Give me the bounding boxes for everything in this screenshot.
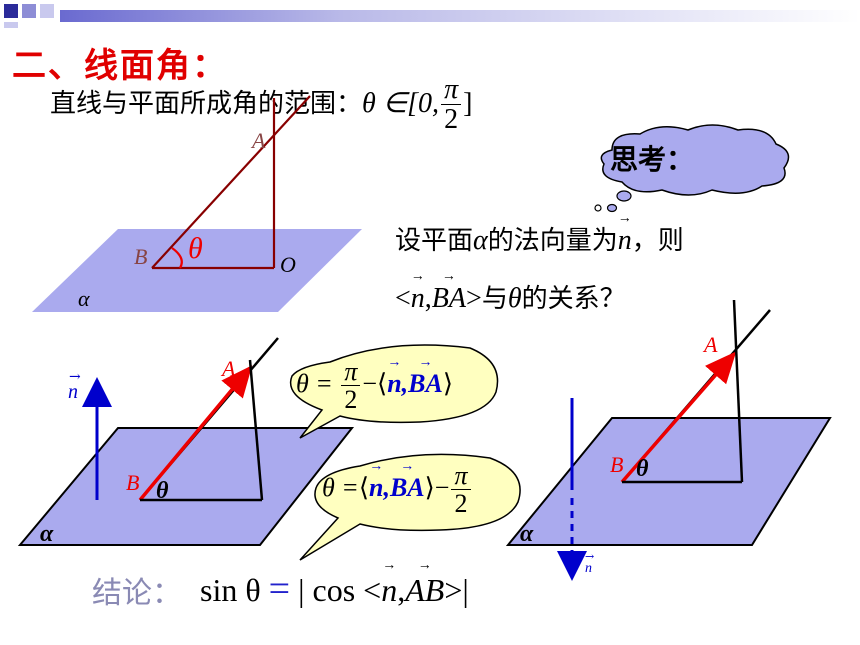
thought-dot-1 bbox=[616, 190, 632, 202]
think-label: 思考： bbox=[610, 143, 695, 176]
range-frac-den: 2 bbox=[444, 104, 459, 136]
thought-cloud-shape bbox=[600, 124, 790, 196]
top-line-AB bbox=[151, 95, 311, 269]
left-label-alpha: α bbox=[40, 521, 54, 547]
right-label-theta: θ bbox=[636, 456, 649, 482]
q1-mid: 的法向量为 bbox=[487, 226, 618, 256]
f2-comma: , bbox=[383, 472, 390, 502]
decor-gradient-bar bbox=[60, 10, 860, 22]
f2-BA-vector: BA bbox=[390, 459, 425, 503]
thought-dot-3 bbox=[594, 204, 602, 212]
concl-comma: , bbox=[397, 572, 406, 608]
f1-frac-den: 2 bbox=[344, 385, 358, 415]
f2-minus: − bbox=[434, 472, 450, 502]
left-segment-BA bbox=[138, 365, 253, 502]
question-line-2: <n,BA>与θ的关系？ bbox=[395, 269, 626, 315]
formula-bubble-2: θ =⟨n,BA⟩−π2 bbox=[322, 459, 473, 519]
decor-square-1 bbox=[4, 4, 18, 18]
f2-lang: ⟨ bbox=[358, 472, 369, 502]
q2-suffix-b: 的关系？ bbox=[521, 284, 626, 314]
range-math-open: θ ∈[0, bbox=[362, 87, 440, 119]
left-normal-label: n bbox=[68, 381, 78, 403]
f1-comma: , bbox=[401, 368, 409, 398]
f1-n-vector: n bbox=[387, 355, 402, 399]
top-label-B: B bbox=[134, 244, 147, 269]
f2-n-vector: n bbox=[369, 459, 384, 503]
top-label-O: O bbox=[280, 252, 296, 277]
f1-BA-vector: BA bbox=[408, 355, 443, 399]
f2-frac-den: 2 bbox=[454, 489, 468, 519]
f1-lang: ⟨ bbox=[377, 368, 388, 398]
conclusion-formula: sin θ = | cos <n,AB>| bbox=[200, 558, 469, 611]
f1-lhs: θ = bbox=[296, 368, 333, 398]
section-title: 二、线面角： bbox=[12, 46, 228, 86]
q2-BA-vector: BA bbox=[432, 269, 466, 315]
left-label-B: B bbox=[126, 470, 139, 495]
q2-n-vector: n bbox=[411, 269, 425, 315]
f2-lhs: θ = bbox=[322, 472, 359, 502]
concl-lhs: sin θ bbox=[200, 572, 261, 608]
f1-rang: ⟩ bbox=[442, 368, 453, 398]
q2-comma: , bbox=[424, 283, 432, 314]
concl-equals: = bbox=[268, 568, 291, 610]
right-line-AO bbox=[732, 299, 744, 483]
left-plane bbox=[17, 427, 355, 546]
right-label-A: A bbox=[702, 332, 718, 357]
concl-AB-vector: AB bbox=[405, 558, 444, 609]
question-line-1: 设平面α的法向量为n，则 bbox=[395, 211, 684, 257]
concl-rhs-close: >| bbox=[444, 572, 469, 608]
q1-suffix: ，则 bbox=[631, 226, 684, 256]
f1-minus: − bbox=[362, 368, 378, 398]
left-label-theta: θ bbox=[156, 478, 169, 504]
thought-dot-2 bbox=[606, 203, 618, 213]
thought-cloud bbox=[594, 124, 790, 213]
decor-square-2 bbox=[22, 4, 36, 18]
f2-frac-num: π bbox=[451, 462, 471, 491]
conclusion-label: 结论： bbox=[92, 576, 182, 611]
top-diagram bbox=[32, 95, 362, 312]
speech-bubble-2 bbox=[299, 453, 521, 561]
q2-close: > bbox=[466, 283, 482, 314]
q2-theta: θ bbox=[507, 283, 522, 314]
top-label-theta: θ bbox=[188, 232, 203, 265]
right-label-alpha: α bbox=[520, 521, 534, 547]
decor-square-3 bbox=[40, 4, 54, 18]
top-decor-bar bbox=[4, 4, 860, 28]
q1-alpha: α bbox=[473, 225, 488, 256]
decor-square-4 bbox=[4, 22, 18, 28]
q2-suffix-a: 与 bbox=[481, 284, 508, 314]
q2-open: < bbox=[395, 283, 411, 314]
formula-bubble-1: θ = π2−⟨n,BA⟩ bbox=[296, 355, 453, 415]
range-frac-num: π bbox=[441, 75, 462, 106]
range-math-close: ] bbox=[463, 87, 473, 119]
top-plane bbox=[32, 229, 362, 312]
left-line-AO bbox=[248, 359, 264, 501]
f2-rang: ⟩ bbox=[424, 472, 435, 502]
left-diagram bbox=[17, 337, 355, 546]
left-normal-arrow-glyph: → bbox=[69, 369, 81, 385]
f1-frac-num: π bbox=[341, 358, 361, 387]
range-text: 直线与平面所成角的范围： bbox=[50, 88, 363, 119]
q1-prefix: 设平面 bbox=[395, 226, 474, 256]
concl-n-vector: n bbox=[381, 558, 397, 609]
right-normal-arrow-glyph: → bbox=[585, 550, 594, 563]
top-angle-arc bbox=[171, 247, 183, 269]
left-label-A: A bbox=[220, 356, 236, 381]
concl-rhs-open: | cos < bbox=[298, 572, 382, 608]
top-label-A: A bbox=[250, 128, 266, 153]
top-label-alpha: α bbox=[78, 286, 90, 311]
right-normal-label: n bbox=[585, 561, 592, 576]
right-segment-BA bbox=[620, 351, 737, 484]
right-label-B: B bbox=[610, 452, 623, 477]
right-diagram bbox=[505, 299, 832, 581]
q1-n-vector: n bbox=[618, 211, 632, 257]
